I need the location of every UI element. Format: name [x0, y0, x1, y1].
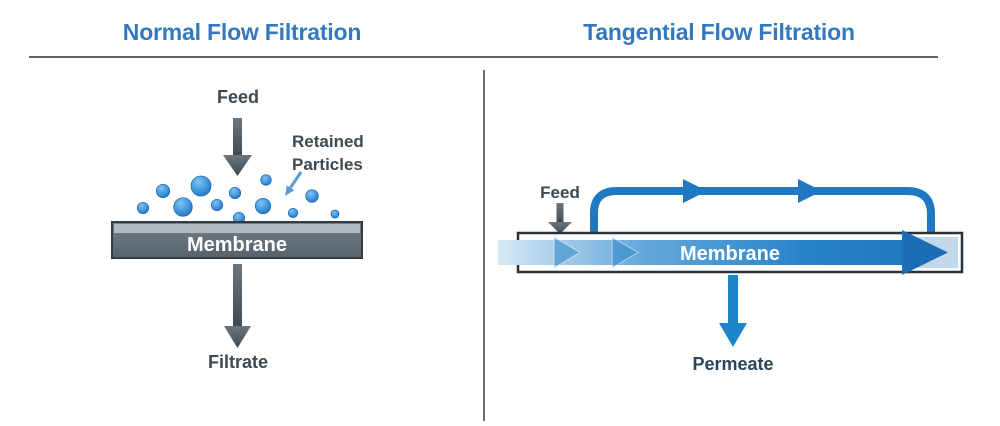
tangential-flow-title: Tangential Flow Filtration [583, 19, 855, 45]
feed-label: Feed [217, 87, 259, 107]
recirculation-loop-arrow [590, 179, 935, 234]
feed-label: Feed [540, 183, 580, 202]
permeate-arrow-down-icon [719, 275, 747, 347]
panel-divider-line [483, 70, 485, 421]
feed-arrow-down-icon [223, 118, 252, 176]
membrane-flow-channel: Membrane [498, 230, 964, 275]
particle [254, 197, 272, 215]
filtrate-arrow-down-icon [224, 264, 251, 348]
particle [228, 186, 242, 200]
crossflow-chevron-icon [553, 236, 581, 269]
membrane-label: Membrane [187, 234, 287, 256]
membrane-bar: Membrane [111, 221, 363, 259]
particle [155, 183, 171, 199]
tangential-flow-panel: Feed Membrane Permeate [498, 179, 964, 374]
loop-arrowhead-icon [798, 179, 822, 203]
particle [330, 209, 340, 219]
normal-flow-panel: Feed Retained Particles [111, 87, 364, 372]
particle [173, 197, 193, 217]
retained-particles-label-line1: Retained [292, 132, 364, 151]
crossflow-chevron-icon [611, 236, 639, 269]
particle [260, 174, 272, 186]
particle [305, 189, 319, 203]
particle [210, 198, 224, 212]
permeate-label: Permeate [692, 354, 773, 374]
normal-flow-title: Normal Flow Filtration [122, 19, 362, 45]
filtrate-label: Filtrate [208, 352, 268, 372]
header-rule-line [29, 56, 938, 58]
retained-particles-cluster [136, 174, 340, 225]
particle [287, 207, 299, 219]
loop-arrowhead-icon [683, 179, 707, 203]
membrane-label: Membrane [680, 243, 780, 265]
retained-particles-label-line2: Particles [292, 155, 363, 174]
crossflow-arrowhead-icon [902, 230, 948, 275]
feed-arrow-down-icon [548, 203, 572, 234]
particle [190, 175, 212, 197]
retained-particles-pointer-arrow-icon [285, 171, 303, 196]
particle [136, 201, 150, 215]
